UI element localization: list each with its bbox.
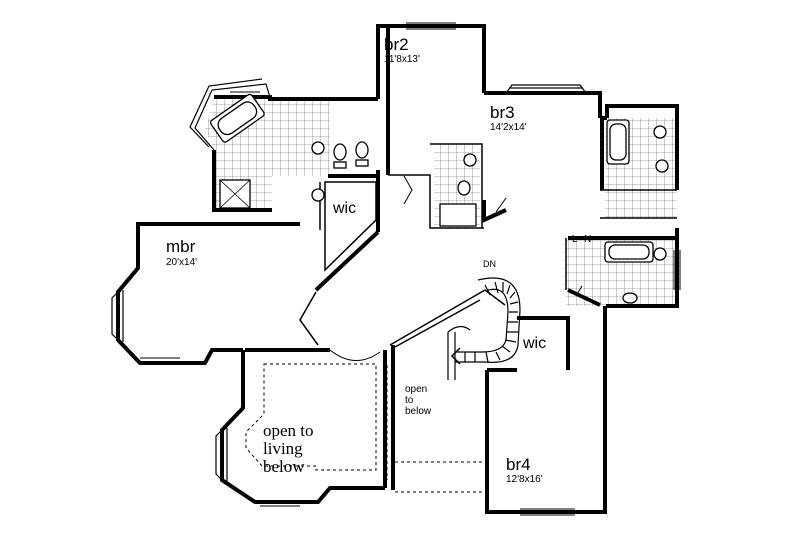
room-size-br2: 11'8x13' [384,54,420,65]
staircase [447,277,521,380]
master-tub [209,93,265,143]
thin-walls [299,143,677,348]
room-name-br2: br2 [384,35,409,54]
label-open-living-2: living [263,439,303,458]
master-toilet [333,143,347,161]
br2-toilet [457,180,471,196]
open-below-outlines [245,363,488,493]
master-sink-1 [311,141,325,155]
br3-sink-1 [653,125,667,139]
room-size-br3: 14'2x14' [490,122,527,133]
room-name-mbr: mbr [166,237,196,256]
bay-windows [111,78,587,482]
label-open-living-1: open to [263,421,314,440]
label-wic-br4: wic [522,335,546,352]
windows [140,22,681,516]
fixtures [209,93,669,304]
room-name-br3: br3 [490,103,515,122]
br3-sink-2 [655,159,669,173]
label-stair-dn: DN [483,259,496,269]
label-open-below-1: open [405,384,427,395]
label-open-below-3: below [405,406,432,417]
room-size-br4: 12'8x16' [506,474,543,485]
master-bidet [355,141,369,159]
hall-toilet [622,292,638,304]
labels: br2 11'8x13' br3 14'2x14' mbr 20'x14' br… [166,35,591,485]
label-wic-master: wic [332,200,356,217]
label-open-living-3: below [263,457,305,476]
master-sink-2 [311,188,325,202]
room-name-br4: br4 [506,455,531,474]
room-size-mbr: 20'x14' [166,257,197,268]
br2-shower [439,203,477,227]
label-linen-2: N [584,234,591,245]
hall-sink [653,247,667,261]
label-open-below-2: to [405,395,414,406]
label-linen-1: L [572,234,578,245]
br2-sink [463,153,477,167]
doors [329,175,583,361]
tile-floors [205,97,677,306]
walls [116,24,679,514]
